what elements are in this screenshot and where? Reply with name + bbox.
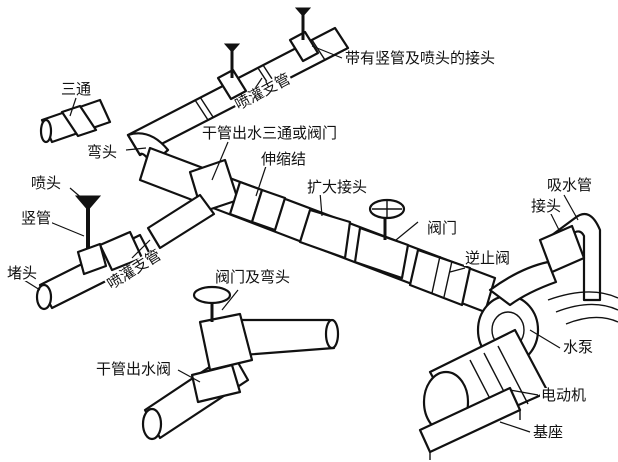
label-elbow: 弯头	[86, 143, 119, 161]
lower-riser	[74, 195, 108, 276]
label-valve: 阀门	[426, 219, 459, 237]
label-base: 基座	[532, 423, 565, 441]
label-plug: 堵头	[6, 264, 39, 282]
water-surface	[547, 291, 618, 325]
label-motor: 电动机	[540, 386, 588, 404]
upper-riser-1	[294, 7, 312, 40]
label-pump: 水泵	[562, 338, 595, 356]
label-tee: 三通	[60, 80, 93, 98]
label-reducer: 扩大接头	[306, 178, 369, 196]
label-main-tee-or-valve: 干管出水三通或阀门	[201, 124, 339, 142]
label-check-valve: 逆止阀	[464, 249, 512, 267]
suction-pipe	[538, 212, 602, 302]
label-main-outlet-valve: 干管出水阀	[95, 360, 173, 378]
label-riser-nozzle-joint: 带有竖管及喷头的接头	[344, 49, 497, 67]
label-suction-pipe: 吸水管	[546, 176, 594, 194]
label-joint: 接头	[530, 197, 563, 215]
leader-lines	[23, 45, 579, 433]
inset-outlet-valve	[141, 285, 340, 441]
tee-fitting	[39, 98, 112, 144]
lower-branch-pipe	[35, 193, 216, 311]
valve-handwheel	[368, 198, 406, 240]
label-expansion-joint: 伸缩结	[260, 150, 308, 168]
main-pipe	[138, 146, 497, 314]
upper-riser-2	[223, 43, 241, 78]
label-valve-and-elbow: 阀门及弯头	[214, 268, 292, 286]
label-riser: 竖管	[20, 209, 53, 227]
label-nozzle: 喷头	[30, 174, 63, 192]
base	[418, 386, 522, 460]
